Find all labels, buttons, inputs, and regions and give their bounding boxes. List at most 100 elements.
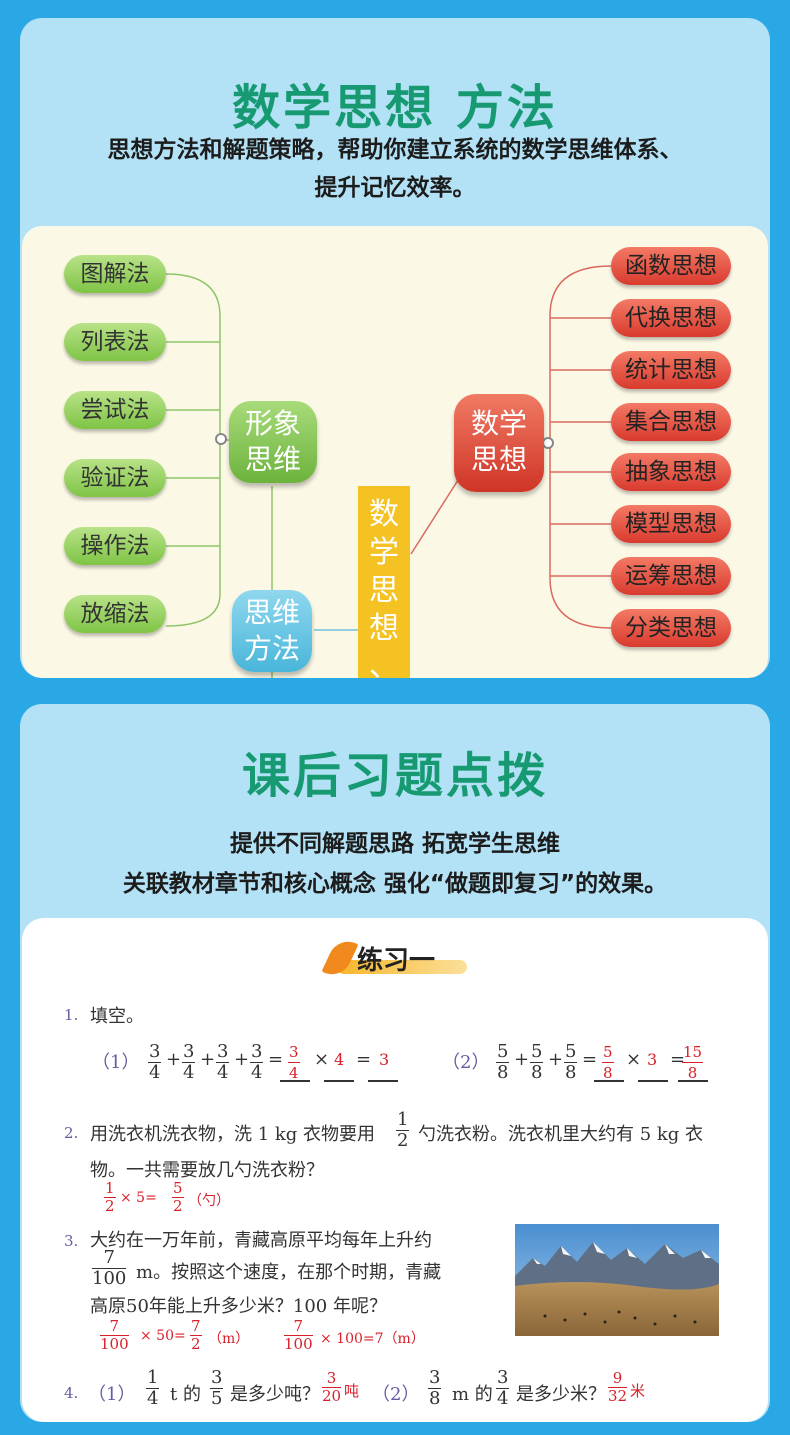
denominator: 8	[497, 1062, 509, 1083]
denominator: 4	[147, 1388, 159, 1409]
numerator: 3	[288, 1043, 300, 1063]
equals-sign: =	[268, 1049, 284, 1070]
node-image-thinking: 形象 思维	[229, 401, 317, 483]
denominator: 4	[251, 1062, 263, 1083]
question-text: 勺洗衣粉。洗衣机里大约有 5 kg 衣	[418, 1124, 704, 1145]
node-thinking-method: 思维 方法	[232, 590, 312, 672]
plateau-landscape-image	[515, 1224, 719, 1336]
center-char: 数	[369, 497, 399, 532]
section2-title: 课后习题点拨	[241, 748, 548, 804]
question-number: 2.	[64, 1124, 79, 1142]
denominator: 8	[429, 1388, 441, 1409]
exercise-title: 练习一	[357, 946, 436, 976]
thought-item: 统计思想	[611, 351, 731, 389]
answer-value: 4	[334, 1050, 345, 1069]
denominator: 20	[322, 1387, 342, 1405]
plus-sign: +	[514, 1049, 530, 1070]
node-label: 数学	[470, 407, 527, 440]
denominator: 2	[191, 1335, 201, 1353]
answer-value: 3	[379, 1050, 390, 1069]
denominator: 4	[217, 1062, 229, 1083]
center-char: 、	[369, 649, 399, 678]
denominator: 8	[531, 1062, 543, 1083]
numerator: 3	[210, 1367, 224, 1389]
part-label: （1）	[88, 1384, 136, 1405]
center-char: 学	[369, 535, 399, 570]
thought-item: 模型思想	[611, 505, 731, 543]
numerator: 3	[322, 1370, 342, 1388]
numerator: 7	[284, 1318, 313, 1336]
node-label: 方法	[243, 632, 300, 665]
times-sign: ×	[626, 1049, 642, 1070]
answer-blank	[324, 1080, 354, 1082]
answer-blank	[638, 1080, 668, 1082]
numerator: 9	[608, 1370, 628, 1388]
question-text: 用洗衣机洗衣物，洗 1 kg 衣物要用	[90, 1124, 376, 1145]
answer-unit: 吨	[344, 1382, 360, 1400]
plus-sign: +	[166, 1049, 182, 1070]
denominator: 32	[608, 1387, 628, 1405]
numerator: 3	[250, 1041, 264, 1063]
exercise-header: 练习一	[321, 935, 477, 982]
plus-sign: +	[200, 1049, 216, 1070]
numerator: 1	[146, 1367, 160, 1389]
numerator: 3	[182, 1041, 196, 1063]
answer-text: × 50=	[140, 1328, 186, 1344]
node-label: 思维	[244, 443, 301, 476]
numerator: 3	[148, 1041, 162, 1063]
answer-unit: 米	[630, 1382, 646, 1400]
equals-sign: =	[670, 1049, 686, 1070]
answer-blank	[594, 1080, 624, 1082]
numerator: 3	[216, 1041, 230, 1063]
plus-sign: +	[548, 1049, 564, 1070]
part-label: （2）	[442, 1052, 490, 1073]
thought-item: 集合思想	[611, 403, 731, 441]
question-text: 是多少吨？	[230, 1384, 320, 1405]
question-text: 大约在一万年前，青藏高原平均每年上升约	[90, 1230, 432, 1251]
question-number: 3.	[64, 1232, 79, 1250]
method-item: 列表法	[64, 323, 166, 361]
node-math-thought: 数学 思想	[454, 394, 544, 492]
numerator: 5	[564, 1041, 578, 1063]
method-item: 尝试法	[64, 391, 166, 429]
numerator: 3	[496, 1367, 510, 1389]
denominator: 2	[173, 1197, 183, 1215]
answer-text: （m）	[208, 1331, 250, 1347]
answer-value: 3	[647, 1050, 658, 1069]
question-text: 高原50年能上升多少米？100 年呢？	[90, 1296, 387, 1317]
denominator: 8	[565, 1062, 577, 1083]
node-label: 形象	[244, 407, 301, 440]
header-swoosh	[337, 960, 467, 974]
denominator: 4	[149, 1062, 161, 1083]
connector-dot	[215, 433, 227, 445]
exercise-panel: 课后习题点拨 提供不同解题思路 拓宽学生思维 关联教材章节和核心概念 强化“做题…	[20, 704, 770, 1422]
numerator: 5	[172, 1179, 184, 1198]
method-item: 验证法	[64, 459, 166, 497]
numerator: 15	[682, 1043, 704, 1063]
thought-item: 运筹思想	[611, 557, 731, 595]
thought-item: 分类思想	[611, 609, 731, 647]
question-text: m 的	[452, 1384, 493, 1405]
thought-item: 抽象思想	[611, 453, 731, 491]
denominator: 2	[105, 1197, 115, 1215]
section1-title: 数学思想 方法	[232, 80, 558, 136]
thought-item: 函数思想	[611, 247, 731, 285]
method-item: 操作法	[64, 527, 166, 565]
denominator: 4	[289, 1064, 299, 1082]
numerator: 1	[104, 1179, 116, 1198]
numerator: 7	[92, 1248, 127, 1269]
